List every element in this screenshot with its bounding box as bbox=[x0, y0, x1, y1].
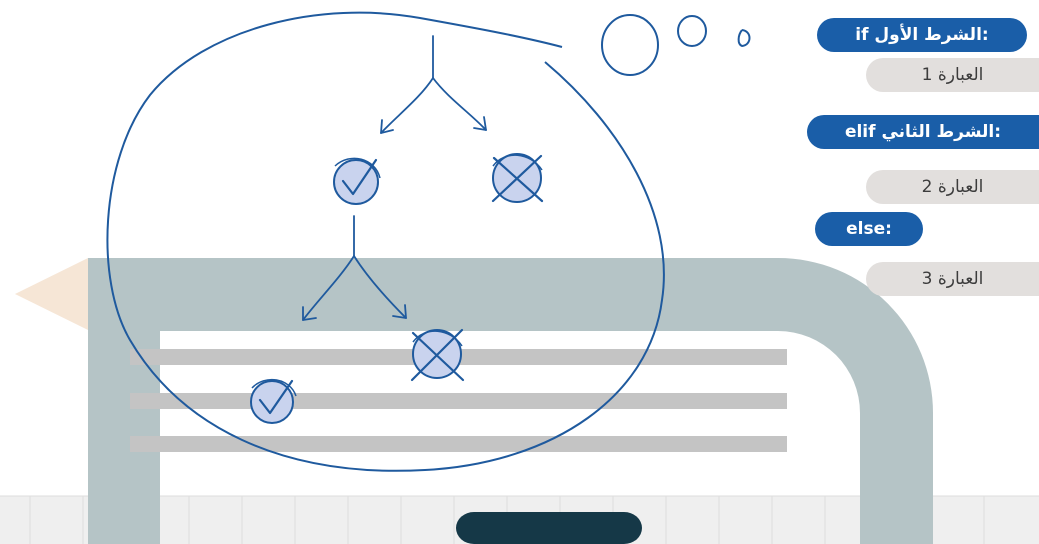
if-condition-label: :الشرط الأول if bbox=[817, 18, 1027, 52]
pencil-tip-icon bbox=[15, 258, 88, 330]
cross-node-icon bbox=[491, 153, 544, 203]
tree-branches bbox=[302, 35, 487, 321]
notebook-band bbox=[88, 258, 933, 544]
thought-bubble-icon bbox=[106, 11, 751, 472]
statement-1-label: العبارة 1 bbox=[866, 58, 1039, 92]
statement-2-label: العبارة 2 bbox=[866, 170, 1039, 204]
cross-node-icon bbox=[410, 328, 465, 382]
elif-condition-label: :الشرط الثاني elif bbox=[807, 115, 1039, 149]
check-node-icon bbox=[333, 157, 381, 205]
check-node-icon bbox=[250, 378, 297, 424]
else-condition-label: else: bbox=[815, 212, 923, 246]
notebook-bottom-cap bbox=[456, 512, 642, 544]
statement-3-label: العبارة 3 bbox=[866, 262, 1039, 296]
